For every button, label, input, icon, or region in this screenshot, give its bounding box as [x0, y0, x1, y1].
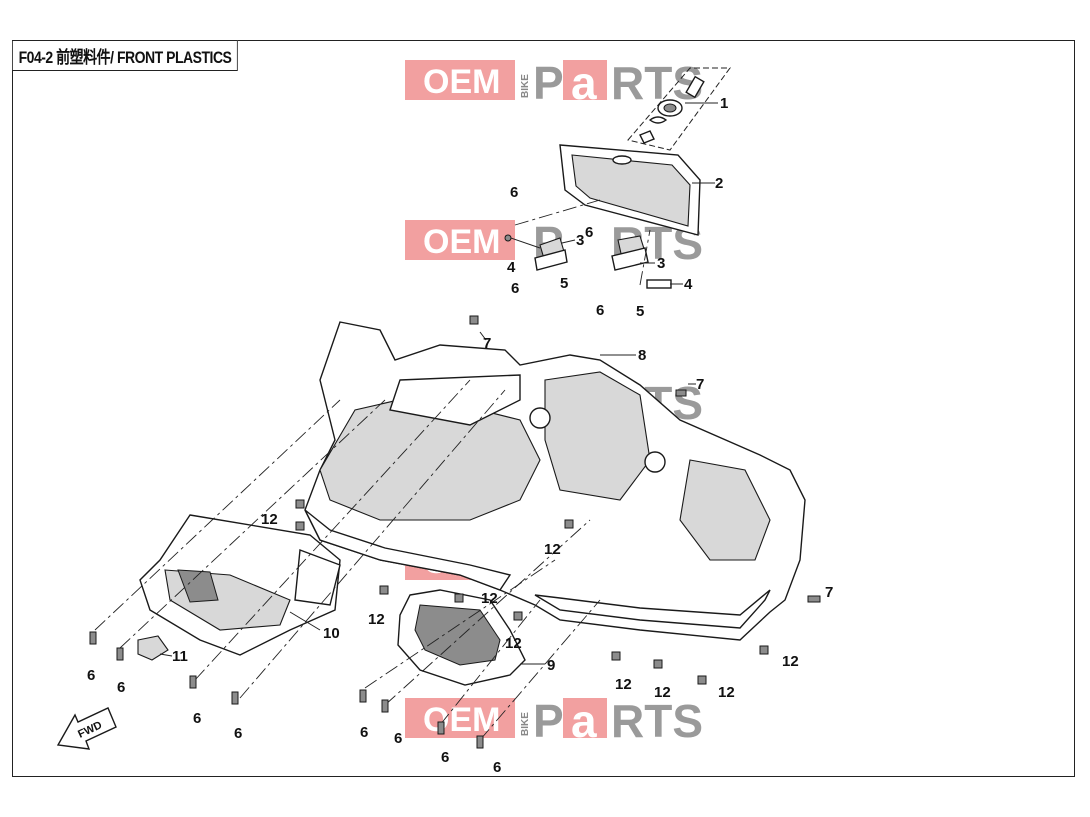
- diagram-frame: [12, 40, 1075, 777]
- callout-6: 6: [493, 759, 501, 776]
- screw-6: [476, 735, 484, 749]
- screw-6: [437, 721, 445, 735]
- leader-lines: [159, 102, 718, 665]
- svg-text:OEM: OEM: [423, 701, 500, 739]
- callout-5: 5: [560, 275, 568, 292]
- nut-12: [295, 521, 305, 531]
- callout-6: 6: [596, 302, 604, 319]
- callout-6: 6: [193, 710, 201, 727]
- callout-6: 6: [394, 730, 402, 747]
- callout-10: 10: [323, 625, 340, 642]
- callout-4: 4: [684, 276, 693, 293]
- part-9-lower-duct: [397, 589, 526, 686]
- callout-4: 4: [507, 259, 516, 276]
- fwd-arrow: FWD: [56, 707, 117, 750]
- screw-6: [89, 631, 97, 645]
- nut-12: [513, 611, 523, 621]
- svg-text:OEM: OEM: [423, 223, 500, 261]
- callout-6: 6: [510, 184, 518, 201]
- callout-2: 2: [715, 175, 723, 192]
- watermark-p-text: P: [533, 57, 564, 109]
- callout-12: 12: [481, 590, 498, 607]
- callout-6: 6: [117, 679, 125, 696]
- watermark-bottom: OEM BIKE P a RTS: [405, 695, 703, 747]
- callout-7: 7: [483, 335, 491, 352]
- svg-text:a: a: [571, 695, 597, 747]
- callout-12: 12: [368, 611, 385, 628]
- callout-8: 8: [638, 347, 646, 364]
- part-10-left-storage-box: [139, 514, 341, 656]
- callout-3: 3: [576, 232, 584, 249]
- callouts: 1 2 3 3 4 4 5 5 6 6 6 6 6 6 6 6 6 6 6 6 …: [87, 95, 833, 776]
- svg-text:BIKE: BIKE: [520, 712, 531, 736]
- nut-12: [653, 659, 663, 669]
- callout-9: 9: [547, 657, 555, 674]
- watermark-upper-mid: OEM P RTS: [405, 217, 703, 269]
- callout-6: 6: [360, 724, 368, 741]
- screw-6: [359, 689, 367, 703]
- part-11-clip: [137, 635, 169, 661]
- screw-7: [807, 595, 821, 603]
- callout-12: 12: [261, 511, 278, 528]
- watermark-top: OEM BIKE P a RTS: [405, 57, 703, 109]
- part-4-pin-right: [646, 279, 672, 289]
- nut-12: [611, 651, 621, 661]
- part-8-front-panel: [304, 321, 806, 641]
- part-1-lock-assembly: [627, 67, 731, 151]
- nut-12: [759, 645, 769, 655]
- callout-6: 6: [511, 280, 519, 297]
- screw-6: [189, 675, 197, 689]
- fasteners: [89, 315, 821, 749]
- callout-6: 6: [441, 749, 449, 766]
- diagram-title-text: F04-2 前塑料件/ FRONT PLASTICS: [18, 48, 232, 67]
- callout-7: 7: [825, 584, 833, 601]
- part-3-hinge-right: [611, 235, 672, 289]
- callout-1: 1: [720, 95, 728, 112]
- callout-7: 7: [696, 376, 704, 393]
- callout-12: 12: [505, 635, 522, 652]
- watermark-bike-text: BIKE: [520, 74, 531, 98]
- callout-12: 12: [544, 541, 561, 558]
- watermark-oem-badge: [405, 60, 515, 100]
- screw-7: [675, 389, 687, 397]
- nut-12: [697, 675, 707, 685]
- callout-6: 6: [87, 667, 95, 684]
- watermark-a-text: a: [571, 57, 597, 109]
- callout-6: 6: [234, 725, 242, 742]
- callout-6: 6: [585, 224, 593, 241]
- callout-11: 11: [172, 648, 188, 665]
- screw-6: [231, 691, 239, 705]
- callout-12: 12: [654, 684, 671, 701]
- callout-12: 12: [782, 653, 799, 670]
- nut-12: [295, 499, 305, 509]
- screw-6: [381, 699, 389, 713]
- part-2-glove-box-lid: [559, 144, 701, 236]
- callout-12: 12: [615, 676, 632, 693]
- nut-12: [564, 519, 574, 529]
- nut-12: [454, 593, 464, 603]
- nut-12: [379, 585, 389, 595]
- watermark-rts-text: RTS: [611, 57, 703, 109]
- screw-6: [116, 647, 124, 661]
- callout-5: 5: [636, 303, 644, 320]
- svg-text:P: P: [533, 695, 564, 747]
- callout-12: 12: [718, 684, 735, 701]
- svg-text:RTS: RTS: [611, 695, 703, 747]
- watermark-oem-text: OEM: [423, 63, 500, 101]
- diagram-title: F04-2 前塑料件/ FRONT PLASTICS: [12, 40, 238, 71]
- assembly-lines: [94, 199, 651, 741]
- watermark-a-badge: [563, 60, 607, 100]
- screw-7: [469, 315, 479, 325]
- part-3-hinge-left: [504, 234, 568, 271]
- callout-3: 3: [657, 255, 665, 272]
